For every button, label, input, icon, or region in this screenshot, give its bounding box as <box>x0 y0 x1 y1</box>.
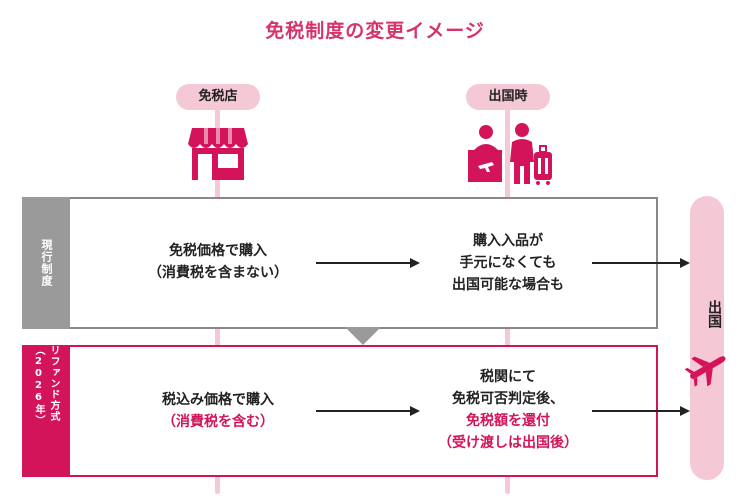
current-purchase-line-2: （消費税を含まない） <box>148 265 288 281</box>
refund-result-text: 税関にて 免税可否判定後、 免税額を還付 （受け渡しは出国後） <box>418 366 598 454</box>
current-purchase-line-1: 免税価格で購入 <box>169 243 267 259</box>
refund-result-line-1: 税関にて <box>480 369 536 385</box>
current-purchase-text: 免税価格で購入 （消費税を含まない） <box>118 240 318 284</box>
refund-result-line-2: 免税可否判定後、 <box>452 391 564 407</box>
refund-system-label: リファンド方式（2026年） <box>22 345 70 477</box>
refund-system-box <box>22 345 658 477</box>
refund-purchase-line-2: （消費税を含む） <box>162 414 274 430</box>
store-icon <box>188 128 248 180</box>
current-result-line-1: 購入入品が <box>473 233 543 249</box>
transition-triangle <box>345 327 381 345</box>
refund-result-line-3: 免税額を還付 <box>466 413 550 429</box>
departure-bar <box>690 196 724 480</box>
refund-purchase-text: 税込み価格で購入 （消費税を含む） <box>118 389 318 433</box>
customs-officer-icon <box>468 125 502 182</box>
diagram-title: 免税制度の変更イメージ <box>265 20 485 42</box>
current-result-line-3: 出国可能な場合も <box>452 277 564 293</box>
airplane-icon <box>684 356 726 387</box>
departure-label: 出国 <box>706 300 722 328</box>
current-result-line-2: 手元になくても <box>459 255 557 271</box>
refund-result-line-4: （受け渡しは出国後） <box>438 435 578 451</box>
store-pill: 免税店 <box>176 84 260 110</box>
refund-purchase-line-1: 税込み価格で購入 <box>162 392 274 408</box>
current-system-label: 現行制度 <box>22 197 70 329</box>
traveler-with-suitcase-icon <box>510 123 552 185</box>
departure-time-pill: 出国時 <box>466 84 550 110</box>
current-result-text: 購入入品が 手元になくても 出国可能な場合も <box>418 230 598 296</box>
